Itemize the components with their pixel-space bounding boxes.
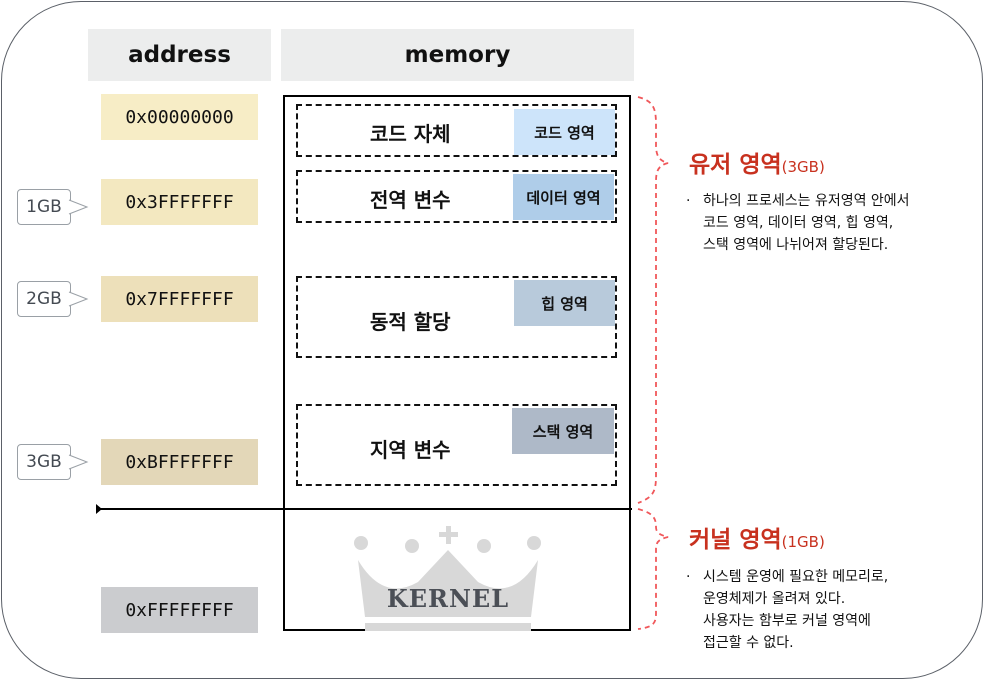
crown-jewel	[405, 539, 419, 553]
pointer-arrow-icon	[68, 291, 89, 307]
user-area-description: · 하나의 프로세스는 유저영역 안에서 코드 영역, 데이터 영역, 힙 영역…	[686, 190, 910, 256]
data-segment-label: 전역 변수	[370, 188, 451, 212]
crown-jewel	[477, 539, 491, 553]
address-1gb: 0x3FFFFFFF	[101, 179, 258, 225]
bullet-icon: ·	[686, 193, 691, 209]
kernel-area-line: 사용자는 함부로 커널 영역에	[703, 613, 871, 629]
size-marker-label: 1GB	[26, 197, 62, 217]
data-area-tag: 데이터 영역	[513, 174, 614, 220]
user-area-title-text: 유저 영역	[689, 152, 782, 178]
kernel-crown-icon: KERNEL	[354, 526, 541, 631]
heap-segment	[296, 276, 617, 358]
address-header: address	[88, 29, 271, 81]
size-marker-3gb: 3GB	[17, 444, 89, 480]
kernel-area-line: 접근할 수 없다.	[703, 635, 794, 651]
user-area-brace	[637, 96, 669, 504]
heap-segment-label: 동적 할당	[370, 310, 451, 334]
user-area-line: 코드 영역, 데이터 영역, 힙 영역,	[703, 215, 894, 231]
kernel-area-description: · 시스템 운영에 필요한 메모리로, 운영체제가 올려져 있다. 사용자는 함…	[686, 566, 889, 654]
memory-header: memory	[281, 29, 634, 81]
crown-jewel	[527, 536, 541, 550]
pointer-arrow-icon	[68, 199, 89, 215]
crown-cross	[439, 532, 458, 537]
user-area-title: 유저 영역(3GB)	[689, 145, 825, 179]
address-0: 0x00000000	[101, 94, 258, 140]
size-marker-2gb: 2GB	[17, 281, 89, 317]
code-segment-label: 코드 자체	[370, 122, 451, 146]
data-segment	[296, 170, 617, 223]
bullet-icon: ·	[686, 569, 691, 585]
kernel-area-brace	[637, 508, 669, 630]
brace-icons	[637, 96, 669, 630]
crown-body	[358, 550, 538, 617]
kernel-area-title-text: 커널 영역	[689, 527, 782, 553]
user-area-line: 스택 영역에 나뉘어져 할당된다.	[703, 237, 889, 253]
code-area-tag: 코드 영역	[514, 109, 615, 155]
crown-jewel	[354, 536, 368, 550]
address-3gb: 0xBFFFFFFF	[101, 439, 258, 485]
kernel-logo-text: KERNEL	[387, 584, 509, 613]
pointer-arrow-icon	[68, 454, 89, 470]
user-kernel-divider	[96, 508, 632, 510]
size-marker-label: 2GB	[26, 289, 62, 309]
user-area-line: 하나의 프로세스는 유저영역 안에서	[703, 193, 910, 209]
heap-area-tag: 힙 영역	[514, 280, 615, 326]
stack-segment	[296, 404, 617, 486]
size-marker-1gb: 1GB	[17, 189, 89, 225]
divider-arrow-icon	[96, 504, 102, 514]
code-segment	[296, 104, 617, 157]
stack-area-tag: 스택 영역	[512, 408, 614, 454]
address-4gb: 0xFFFFFFFF	[101, 587, 258, 633]
address-2gb: 0x7FFFFFFF	[101, 276, 258, 322]
size-marker-label: 3GB	[26, 452, 62, 472]
kernel-area-line: 시스템 운영에 필요한 메모리로,	[703, 569, 889, 585]
kernel-area-title: 커널 영역(1GB)	[689, 520, 825, 554]
stack-segment-label: 지역 변수	[370, 438, 451, 462]
kernel-area-size: (1GB)	[781, 533, 825, 551]
kernel-area-line: 운영체제가 올려져 있다.	[703, 591, 846, 607]
crown-base	[365, 623, 531, 631]
user-area-size: (3GB)	[781, 158, 825, 176]
